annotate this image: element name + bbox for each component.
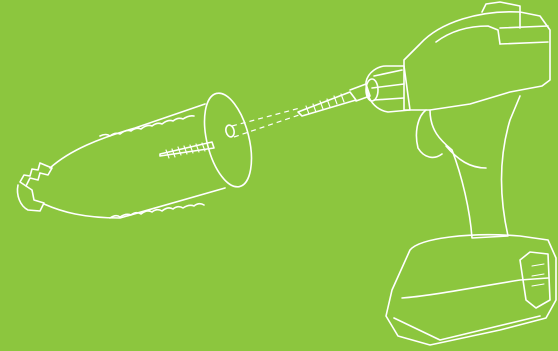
plastic-bottle-icon [17, 88, 259, 218]
cordless-drill-icon [366, 2, 556, 345]
alignment-guide-lines [232, 108, 302, 137]
wood-screw-icon [298, 84, 370, 116]
